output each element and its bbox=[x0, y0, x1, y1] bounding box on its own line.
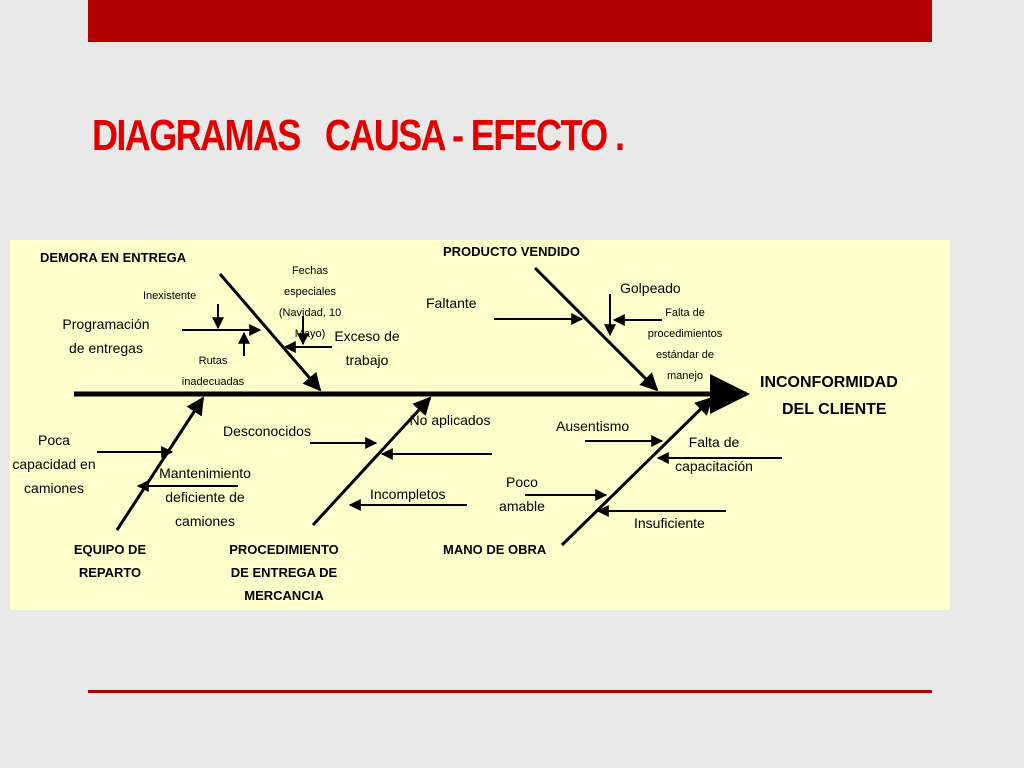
bottom-accent-line bbox=[88, 690, 932, 693]
bone-producto-vendido bbox=[533, 266, 659, 392]
bone-demora-en-entrega bbox=[218, 273, 322, 392]
cause-incompletos: Incompletos bbox=[370, 486, 446, 502]
category-mano-de-obra: MANO DE OBRA bbox=[443, 542, 547, 557]
cause-golpeado: Golpeado bbox=[620, 280, 681, 296]
category-equipo-de-reparto: EQUIPO DE REPARTO bbox=[73, 542, 147, 580]
subcause-fechas-especiales: Fechas especiales (Navidad, 10 Mayo) bbox=[278, 265, 342, 340]
cause-faltante: Faltante bbox=[426, 295, 477, 311]
category-procedimiento-de-entrega: PROCEDIMIENTO DE ENTREGA DE MERCANCIA bbox=[229, 542, 339, 603]
cause-mantenimiento-deficiente: Mantenimiento deficiente de camiones bbox=[159, 465, 251, 529]
bone-equipo-de-reparto bbox=[115, 396, 205, 531]
cause-programacion-de-entregas: Programación de entregas bbox=[62, 316, 150, 356]
effect-line-2: DEL CLIENTE bbox=[782, 401, 887, 418]
cause-poco-amable: Poco amable bbox=[499, 474, 545, 514]
subcause-rutas-inadecuadas: Rutas inadecuadas bbox=[181, 355, 245, 388]
slide-title: DIAGRAMAS CAUSA - EFECTO . bbox=[92, 111, 625, 160]
cause-insuficiente: Insuficiente bbox=[634, 515, 705, 531]
subcause-inexistente: Inexistente bbox=[143, 290, 197, 302]
cause-exceso-de-trabajo: Exceso de trabajo bbox=[334, 328, 400, 368]
bone-mano-de-obra bbox=[560, 396, 714, 547]
cause-poca-capacidad: Poca capacidad en camiones bbox=[12, 432, 96, 496]
cause-ausentismo: Ausentismo bbox=[556, 418, 630, 434]
top-accent-bar bbox=[88, 0, 932, 42]
effect-line-1: INCONFORMIDAD bbox=[760, 374, 898, 391]
cause-falta-de-capacitacion: Falta de capacitación bbox=[675, 434, 753, 474]
bone-procedimiento-de-entrega bbox=[311, 396, 432, 527]
category-producto-vendido: PRODUCTO VENDIDO bbox=[443, 244, 580, 259]
cause-desconocidos: Desconocidos bbox=[223, 423, 311, 439]
diagram-arrows bbox=[74, 266, 782, 547]
category-demora-en-entrega: DEMORA EN ENTREGA bbox=[40, 250, 187, 265]
fishbone-diagram: DEMORA EN ENTREGA PRODUCTO VENDIDO EQUIP… bbox=[10, 240, 950, 610]
subcause-falta-de-procedimientos: Falta de procedimientos estándar de mane… bbox=[647, 307, 723, 382]
cause-no-aplicados: No aplicados bbox=[409, 412, 491, 428]
